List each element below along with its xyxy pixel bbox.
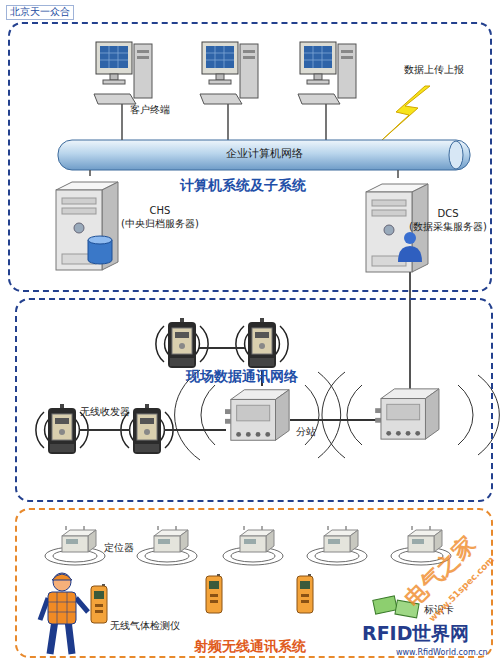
- transceiver: [248, 318, 276, 368]
- network-link: [121, 118, 123, 140]
- substation-box: [375, 389, 439, 439]
- drawing-part: [50, 620, 72, 654]
- node-label: 定位器: [104, 542, 134, 555]
- network-link: [397, 170, 399, 178]
- wireless-transceiver: 无线收发器: [40, 398, 148, 462]
- computer: [94, 42, 152, 104]
- detector-device: [91, 584, 107, 623]
- wire: [409, 272, 411, 389]
- card-icon: [373, 596, 397, 614]
- collection-server: DCS (数据采集服务器): [362, 178, 496, 270]
- drawing-part: [52, 574, 72, 580]
- node-label: CHS (中央归档服务器): [112, 205, 208, 230]
- wire: [122, 104, 326, 140]
- node-label: 无线气体检测仪: [110, 620, 180, 633]
- transceiver: [133, 404, 161, 454]
- locator-device: [408, 526, 442, 552]
- user-icon: [398, 246, 422, 262]
- drawing-part: [48, 592, 76, 624]
- locator: 定位器: [54, 520, 146, 564]
- logo-text: 北京天一众合: [6, 5, 74, 20]
- transceiver: [48, 404, 76, 454]
- node-label: 无线收发器: [80, 406, 130, 419]
- drawing-part: [48, 592, 76, 624]
- network-bus: 企业计算机网络: [58, 140, 470, 170]
- user-icon: [404, 232, 416, 244]
- database-icon: [88, 236, 112, 244]
- system-band: 计算机系统及子系统客户终端企业计算机网络CHS (中央归档服务器)DCS (数据…: [8, 22, 492, 292]
- gas-detector: 无线气体检测仪: [86, 572, 196, 640]
- transceiver: [168, 318, 196, 368]
- locator-device: [240, 526, 274, 552]
- client-terminal: 客户终端: [90, 36, 202, 118]
- watermark: www.RfidWorld.com.cn: [396, 648, 488, 658]
- archive-server: CHS (中央归档服务器): [52, 176, 212, 272]
- network-link: [89, 170, 91, 176]
- node-label: 客户终端: [130, 104, 170, 117]
- locator-device: [62, 526, 96, 552]
- server: [56, 182, 118, 270]
- locator-device: [154, 526, 188, 552]
- detector-device: [206, 574, 222, 613]
- wire: [79, 348, 381, 430]
- computer: [200, 42, 258, 104]
- network-pipe: [58, 140, 470, 170]
- substation: 分站: [222, 383, 322, 459]
- watermark: RFID世界网: [362, 622, 469, 646]
- drawing-part: [53, 573, 71, 591]
- band-heading: 现场数据通讯网络: [186, 368, 298, 386]
- node-label: 企业计算机网络: [58, 147, 470, 161]
- pipe-end: [449, 141, 463, 169]
- lightning-bolt: [382, 86, 430, 140]
- worker-figure: [40, 573, 88, 654]
- locator-device: [324, 526, 358, 552]
- callout-note: 数据上传上报: [404, 64, 464, 77]
- band-heading: 射频无线通讯系统: [194, 638, 306, 656]
- detector-device: [297, 574, 313, 613]
- substation-box: [225, 390, 289, 441]
- band-heading: 计算机系统及子系统: [180, 177, 306, 195]
- computer: [298, 42, 356, 104]
- node-label: 分站: [296, 426, 316, 439]
- system-band: 现场数据通讯网络分站 无线收发器: [15, 298, 493, 502]
- node-label: DCS (数据采集服务器): [400, 208, 496, 233]
